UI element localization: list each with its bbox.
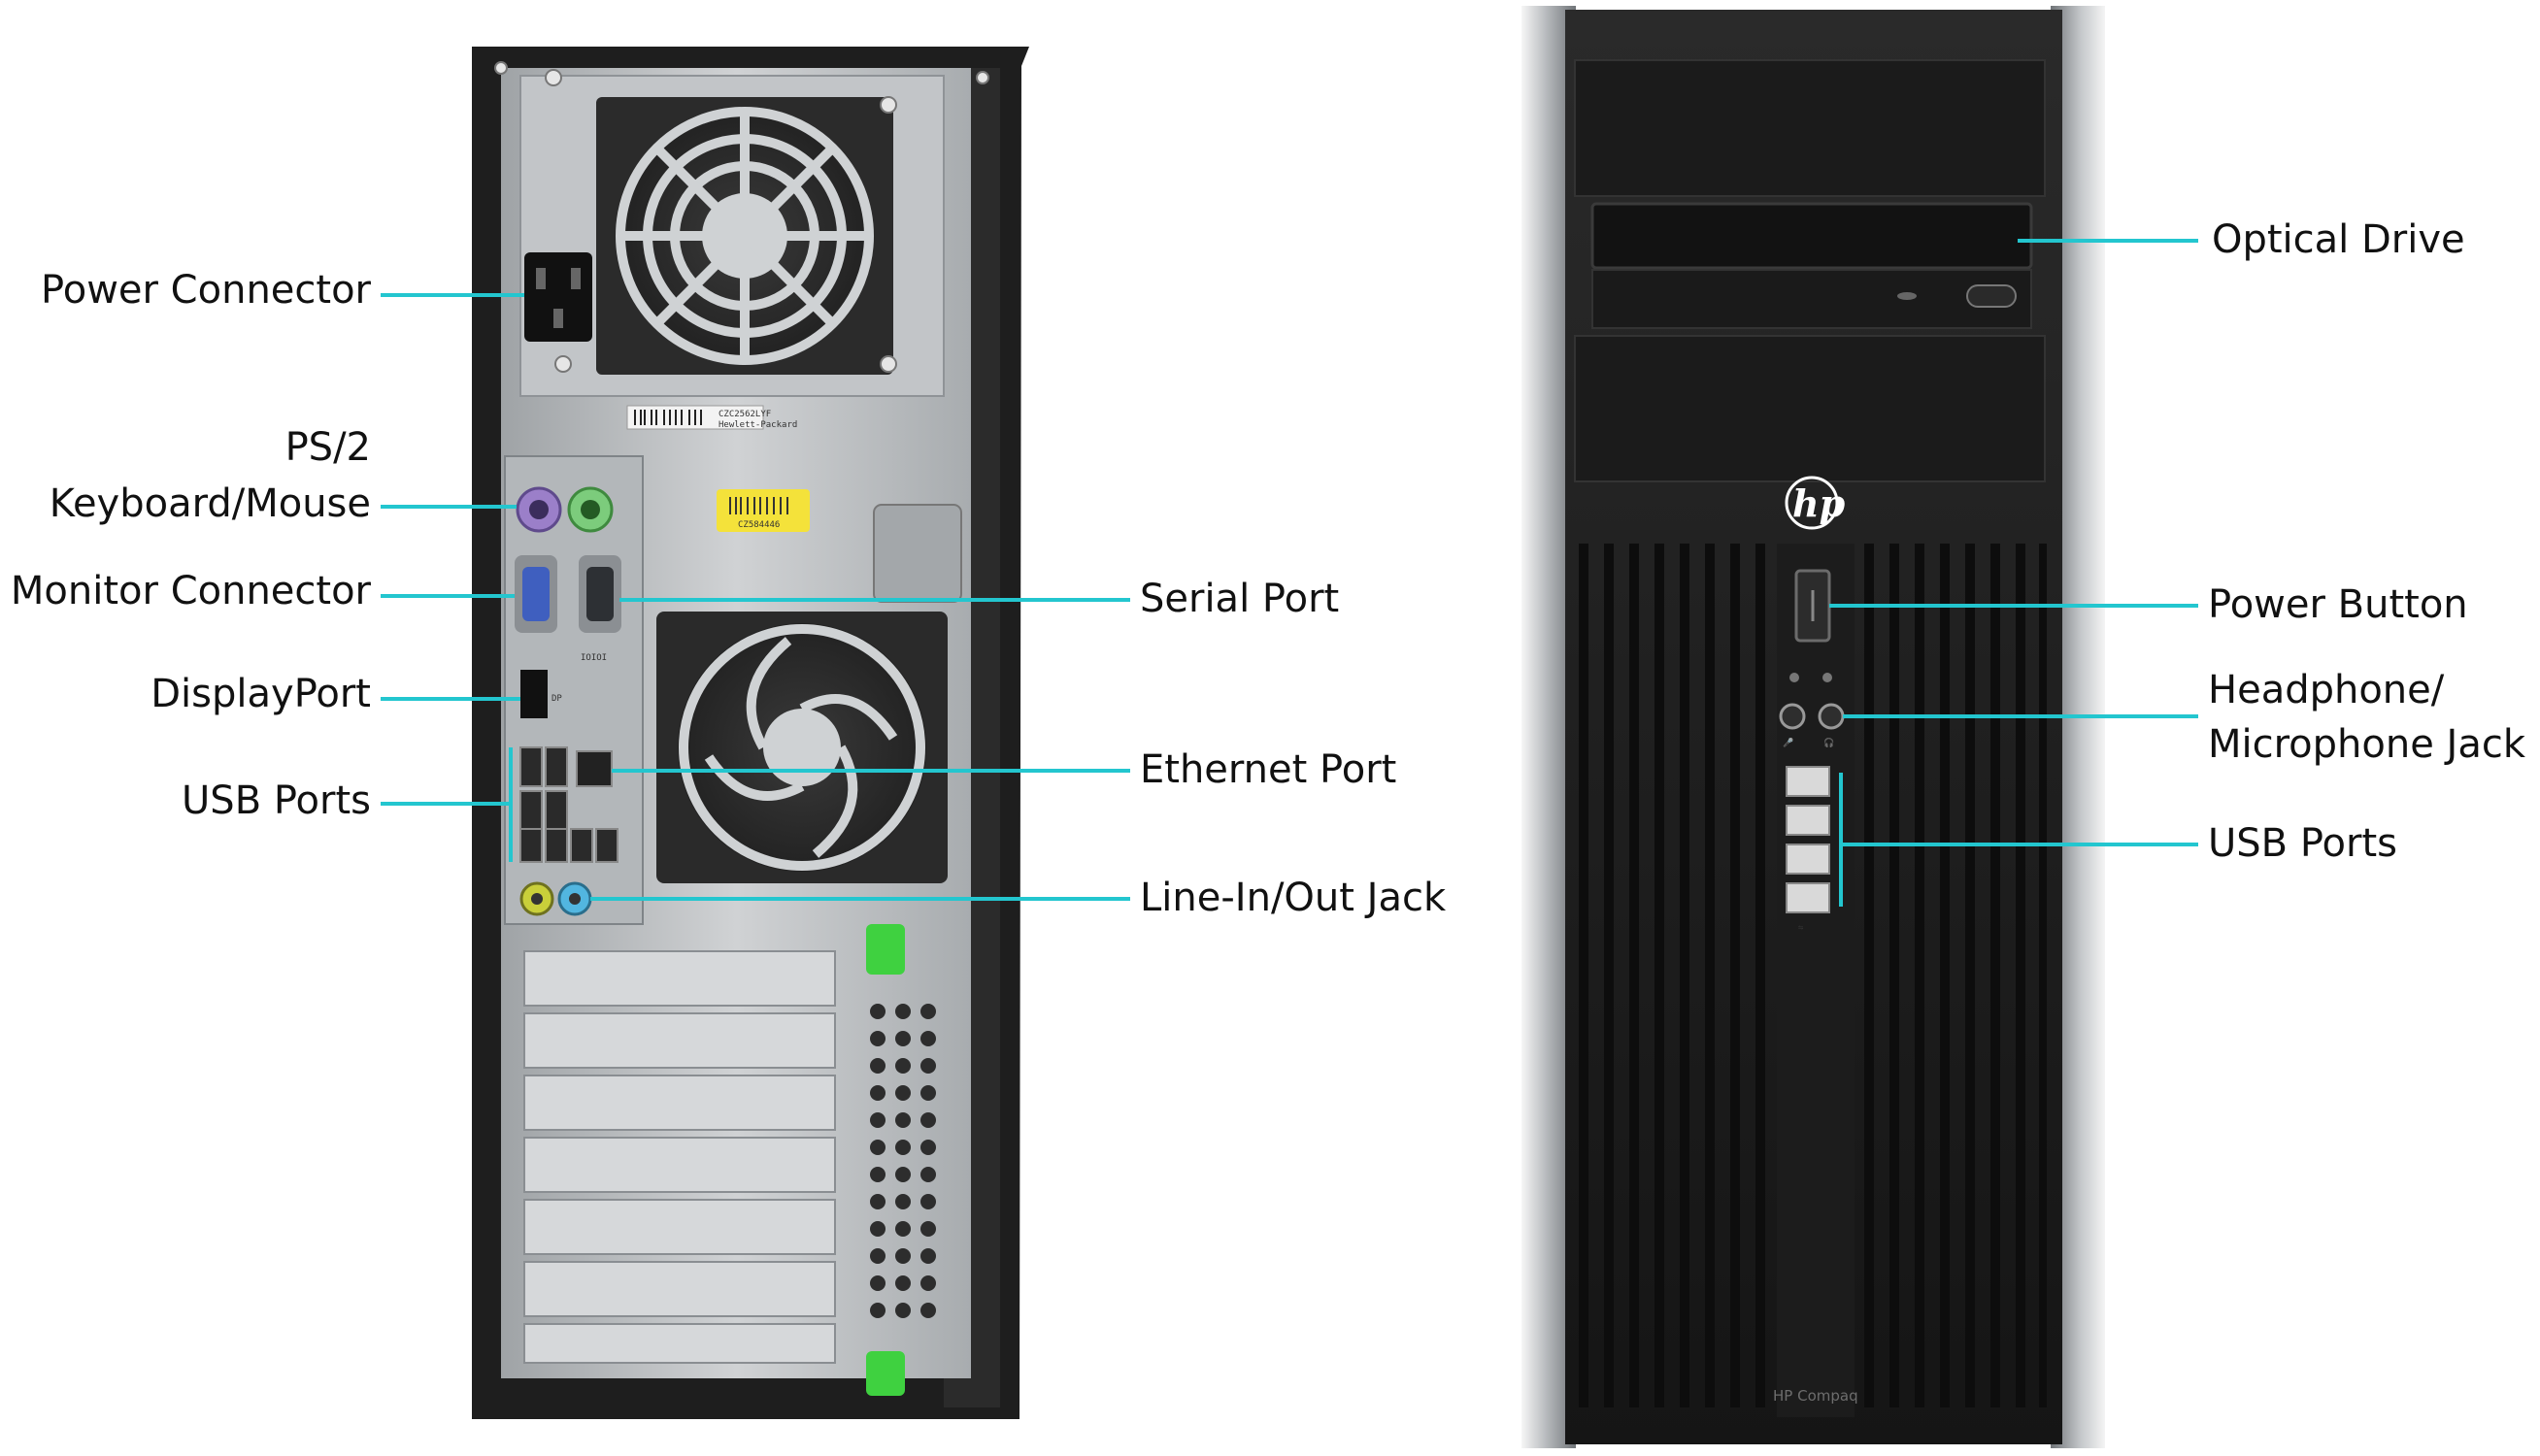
usb-ports-upper [519,746,568,831]
callout-labels: Power Connector PS/2 Keyboard/Mouse Moni… [11,217,2526,920]
label-line-in-out-jack: Line-In/Out Jack [1140,876,1447,920]
label-displayport: DisplayPort [150,672,371,716]
label-optical-drive: Optical Drive [2212,217,2465,262]
yellow-sticker-code: CZ584446 [738,520,780,530]
front-audio-jacks: 🎤 🎧 [1779,703,1845,748]
front-grille-left [1579,544,1765,1407]
headphone-icon: 🎧 [1823,737,1834,748]
green-latch-top [866,924,905,975]
label-power-button: Power Button [2208,582,2468,627]
eject-button[interactable] [1966,284,2017,308]
usb-ports-lower [519,828,618,863]
green-latch-bottom [866,1351,905,1396]
microphone-icon: 🎤 [1783,737,1793,748]
usb-icon: ⇋ [1798,923,1804,933]
rear-view: CZC2562LYF Hewlett-Packard CZ584446 [472,47,1029,1419]
power-button[interactable] [1794,569,1831,643]
label-serial-port: Serial Port [1140,577,1339,621]
label-usb-ports-rear: USB Ports [182,778,371,823]
serial-mark: IOIOI [581,653,607,663]
hp-logo-icon: hp [1785,476,1846,530]
vent-grid [870,1004,936,1318]
callout-lines [381,239,2198,907]
ethernet-port [576,750,613,787]
thumb-screw-bracket [873,504,962,603]
fan-icon [656,612,948,883]
serial-port: IOIOI [579,555,621,663]
front-view: hp 🎤 🎧 [1521,6,2105,1448]
label-power-connector: Power Connector [41,268,372,313]
displayport-icon: DP [551,694,562,704]
drive-bay-upper [1574,59,2046,197]
optical-drive [1590,202,2033,329]
label-ps2-line2: Keyboard/Mouse [50,481,371,526]
vga-port [515,555,557,633]
hp-compaq-brand: HP Compaq [1773,1387,1858,1405]
fan-icon [596,97,893,375]
rear-screws [494,61,989,373]
drive-bay-lower [1574,335,2046,482]
front-grille-right [1864,544,2047,1407]
label-ethernet-port: Ethernet Port [1140,747,1396,792]
hdd-activity-led [1789,673,1799,682]
label-ps2-line1: PS/2 [285,425,371,470]
yellow-sticker: CZ584446 [717,489,810,532]
barcode-label-line2: Hewlett-Packard [719,420,797,430]
barcode-sticker: CZC2562LYF Hewlett-Packard [626,405,797,430]
label-headphone-line2: Microphone Jack [2208,722,2526,767]
microphone-jack [1779,703,1806,730]
expansion-slots [523,950,836,1364]
hp-logo-text: hp [1792,481,1846,525]
barcode-label-line1: CZC2562LYF [719,410,771,419]
displayport-port: DP [520,670,562,718]
headphone-jack [1818,703,1845,730]
label-monitor-connector: Monitor Connector [11,569,372,613]
power-connector-socket [524,252,592,342]
power-led [1822,673,1832,682]
line-usb-rear [381,747,513,862]
label-headphone-line1: Headphone/ [2208,668,2445,712]
front-control-panel [1777,544,1855,1417]
line-usb-front [1839,773,2198,907]
label-usb-ports-front: USB Ports [2208,821,2397,866]
front-usb-ports [1786,766,1830,913]
